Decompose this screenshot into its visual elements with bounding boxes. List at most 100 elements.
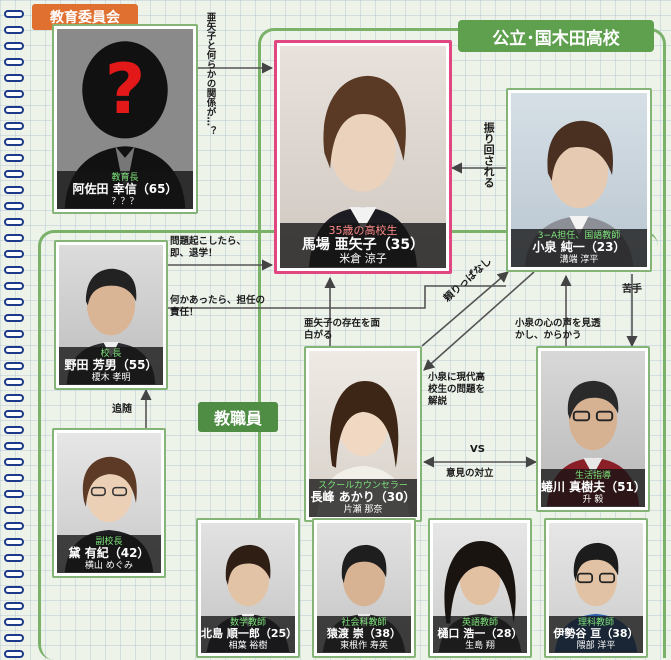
person-card-koizumi[interactable]: 3−A担任、国語教師 小泉 純一（23） 溝端 淳平 <box>506 88 652 272</box>
note-koizumi-nigawa: 苦手 <box>622 284 642 295</box>
person-card-noda[interactable]: 校 長 野田 芳男（55） 榎木 孝明 <box>54 240 168 390</box>
spiral-ring <box>4 506 24 514</box>
name-isegaya: 伊勢谷 亘（38） <box>553 627 639 641</box>
spiral-ring <box>4 74 24 82</box>
actor-kitajima: 相葉 裕樹 <box>228 640 268 651</box>
spiral-ring <box>4 26 24 34</box>
spiral-ring <box>4 218 24 226</box>
note-noda-baba-1-text: 問題起こしたら、即、退学！ <box>170 236 247 259</box>
spiral-ring <box>4 426 24 434</box>
actor-nagamine: 片瀬 那奈 <box>343 504 383 515</box>
caption-noda: 校 長 野田 芳男（55） 榎木 孝明 <box>59 346 163 385</box>
spiral-ring <box>4 298 24 306</box>
actor-baba: 米倉 涼子 <box>339 252 387 266</box>
spiral-ring <box>4 602 24 610</box>
caption-baba: 35歳の高校生 馬場 亜矢子（35） 米倉 涼子 <box>280 222 446 268</box>
name-nagamine: 長峰 あかり（30） <box>310 489 416 504</box>
note-mayuzumi-noda: 追随 <box>112 404 132 415</box>
actor-nigawa: 升 毅 <box>582 494 604 505</box>
spiral-ring <box>4 154 24 162</box>
spiral-ring <box>4 554 24 562</box>
name-sarawatari: 猿渡 崇（38） <box>326 627 402 641</box>
person-card-mayuzumi[interactable]: 副校長 黛 有紀（42） 横山 めぐみ <box>52 428 166 578</box>
note-koizumi-baba: 振り回される <box>482 122 496 188</box>
note-nagamine-koizumi-text: 小泉に現代高校生の問題を解説 <box>428 372 486 407</box>
actor-mayuzumi: 横山 めぐみ <box>84 560 134 571</box>
role-noda: 校 長 <box>100 348 122 359</box>
caption-sarawatari: 社会科教師 猿渡 崇（38） 東根作 寿英 <box>317 615 411 653</box>
caption-nagamine: スクールカウンセラー 長峰 あかり（30） 片瀬 那奈 <box>309 478 417 517</box>
name-koizumi: 小泉 純一（23） <box>532 239 626 254</box>
person-portrait-icon <box>308 75 418 268</box>
spiral-ring <box>4 650 24 658</box>
role-higuchi: 英語教師 <box>461 617 498 628</box>
role-sarawatari: 社会科教師 <box>341 617 387 628</box>
role-koizumi: 3−A担任、国語教師 <box>537 230 621 241</box>
spiral-ring <box>4 314 24 322</box>
note-noda-baba-2-text: 何かあったら、担任の責任！ <box>170 295 266 318</box>
role-asada: 教育長 <box>111 172 139 183</box>
note-vs: VS <box>470 444 485 455</box>
actor-isegaya: 隈部 洋平 <box>576 640 616 651</box>
spiral-ring <box>4 58 24 66</box>
actor-asada: ？？？ <box>111 196 139 207</box>
name-baba: 馬場 亜矢子（35） <box>301 237 425 254</box>
spiral-ring <box>4 186 24 194</box>
note-noda-baba-1: 問題起こしたら、即、退学！ <box>170 236 264 260</box>
note-nigawa-koizumi: 小泉の心の声を見透かし、からかう <box>515 318 607 342</box>
spiral-ring <box>4 618 24 626</box>
spiral-ring <box>4 442 24 450</box>
caption-higuchi: 英語教師 樋口 浩一（28） 生島 翔 <box>433 615 527 653</box>
person-card-nigawa[interactable]: 生活指導 蜷川 真樹夫（51） 升 毅 <box>536 346 650 512</box>
note-noda-baba-2: 何かあったら、担任の責任！ <box>170 295 268 319</box>
spiral-ring <box>4 490 24 498</box>
spiral-ring <box>4 330 24 338</box>
name-nigawa: 蜷川 真樹夫（51） <box>541 479 646 494</box>
spiral-ring <box>4 634 24 642</box>
person-card-nagamine[interactable]: スクールカウンセラー 長峰 あかり（30） 片瀬 那奈 <box>304 346 422 522</box>
spiral-ring <box>4 266 24 274</box>
caption-koizumi: 3−A担任、国語教師 小泉 純一（23） 溝端 淳平 <box>511 228 647 267</box>
spiral-ring <box>4 122 24 130</box>
person-card-baba[interactable]: 35歳の高校生 馬場 亜矢子（35） 米倉 涼子 <box>274 40 452 274</box>
spiral-ring <box>4 586 24 594</box>
role-nagamine: スクールカウンセラー <box>318 480 408 491</box>
note-nigawa-koizumi-text: 小泉の心の声を見透かし、からかう <box>515 318 601 341</box>
person-card-higuchi[interactable]: 英語教師 樋口 浩一（28） 生島 翔 <box>428 518 532 658</box>
notebook-spiral <box>0 0 28 660</box>
spiral-ring <box>4 90 24 98</box>
actor-noda: 榎木 孝明 <box>91 372 131 383</box>
actor-koizumi: 溝端 淳平 <box>559 254 599 265</box>
person-card-asada[interactable]: ? 教育長 阿佐田 幸信（65） ？？？ <box>52 24 198 214</box>
spiral-ring <box>4 138 24 146</box>
name-mayuzumi: 黛 有紀（42） <box>68 545 150 560</box>
spiral-ring <box>4 378 24 386</box>
spiral-ring <box>4 522 24 530</box>
spiral-ring <box>4 10 24 18</box>
person-card-kitajima[interactable]: 数学教師 北島 順一郎（25） 相葉 裕樹 <box>196 518 300 658</box>
note-nagamine-baba-text: 亜矢子の存在を面白がる <box>304 318 381 341</box>
spiral-ring <box>4 570 24 578</box>
spiral-ring <box>4 234 24 242</box>
role-isegaya: 理科教師 <box>577 617 614 628</box>
spiral-ring <box>4 42 24 50</box>
person-card-isegaya[interactable]: 理科教師 伊勢谷 亘（38） 隈部 洋平 <box>544 518 648 658</box>
school-tag: 公立･国木田高校 <box>458 20 654 52</box>
spiral-ring <box>4 410 24 418</box>
spiral-ring <box>4 282 24 290</box>
role-nigawa: 生活指導 <box>574 470 611 481</box>
name-asada: 阿佐田 幸信（65） <box>72 181 178 196</box>
spiral-ring <box>4 394 24 402</box>
person-card-sarawatari[interactable]: 社会科教師 猿渡 崇（38） 東根作 寿英 <box>312 518 416 658</box>
staff-tag: 教職員 <box>198 402 278 432</box>
note-nagamine-koizumi: 小泉に現代高校生の問題を解説 <box>428 372 492 408</box>
role-baba: 35歳の高校生 <box>328 223 398 237</box>
note-nagamine-nigawa: 意見の対立 <box>446 468 494 479</box>
spiral-ring <box>4 538 24 546</box>
spiral-ring <box>4 362 24 370</box>
spiral-ring <box>4 106 24 114</box>
name-higuchi: 樋口 浩一（28） <box>437 627 523 641</box>
actor-sarawatari: 東根作 寿英 <box>340 640 388 651</box>
spiral-ring <box>4 202 24 210</box>
caption-kitajima: 数学教師 北島 順一郎（25） 相葉 裕樹 <box>201 615 297 653</box>
